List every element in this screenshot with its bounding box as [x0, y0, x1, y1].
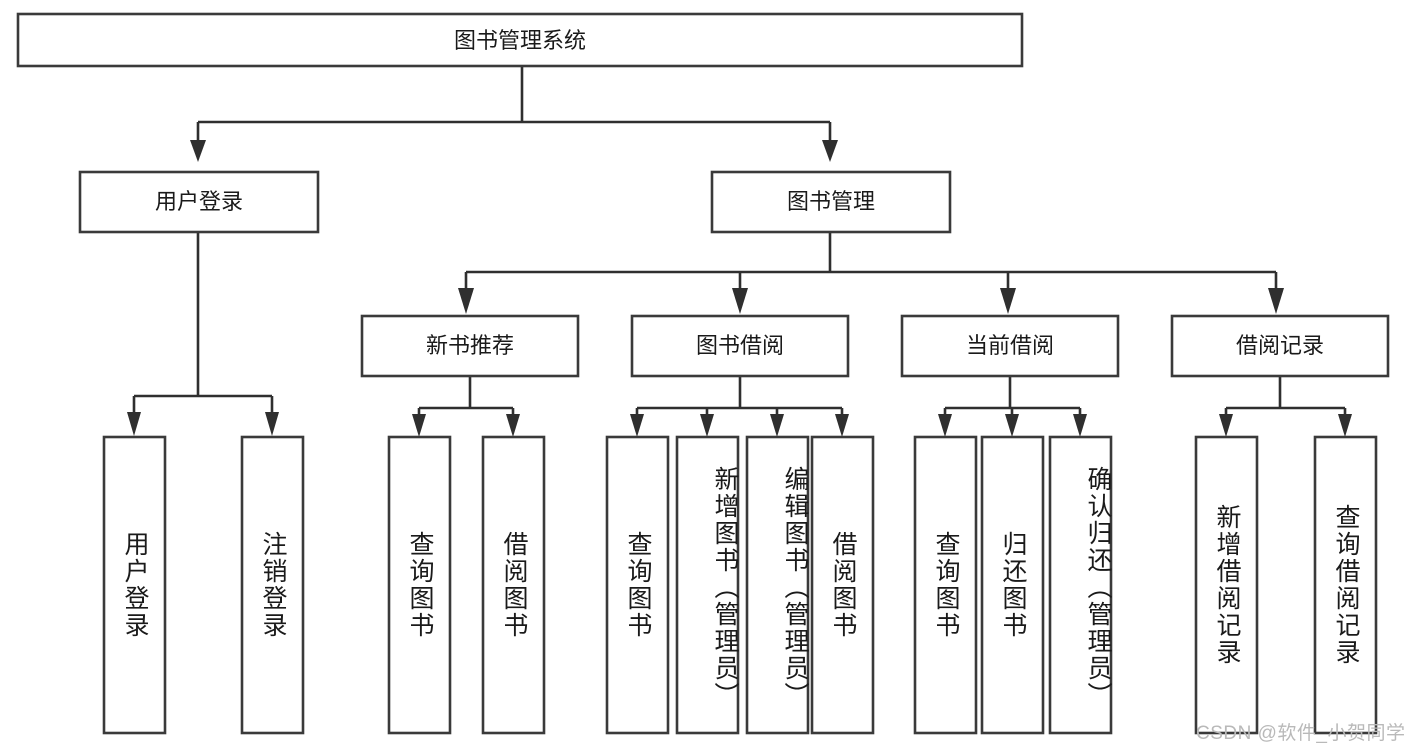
- leaf-user-login-box[interactable]: [102, 435, 167, 735]
- node-new-book-recommend-box[interactable]: [360, 314, 580, 378]
- leaf-edit-book-box[interactable]: [745, 435, 810, 735]
- node-book-borrow-box[interactable]: [630, 314, 850, 378]
- leaf-borrow-book-2-box[interactable]: [810, 435, 875, 735]
- arrow-leaf-query-book-1: [412, 414, 426, 437]
- arrow-leaf-query-book-3: [938, 414, 952, 437]
- node-book-management-box[interactable]: [710, 170, 952, 234]
- leaf-borrow-book-1-box[interactable]: [481, 435, 546, 735]
- node-book-borrow[interactable]: 图书借阅: [630, 314, 850, 378]
- node-book-management[interactable]: 图书管理: [710, 170, 952, 234]
- leaf-query-record-box[interactable]: [1313, 435, 1378, 735]
- node-user-login[interactable]: 用户登录: [78, 170, 320, 234]
- leaf-query-book-3-box[interactable]: [913, 435, 978, 735]
- edge-group-borrow-record: [1219, 376, 1352, 437]
- arrow-to-borrow-record: [1268, 288, 1284, 314]
- edge-group-new-book-recommend: [412, 376, 520, 437]
- leaf-return-book-box[interactable]: [980, 435, 1045, 735]
- edge-group-current-borrow: [938, 376, 1087, 437]
- node-root-label: 图书管理系统: [454, 28, 586, 53]
- node-current-borrow-label: 当前借阅: [966, 333, 1054, 358]
- arrow-to-new-book-recommend: [458, 288, 474, 314]
- node-root-box[interactable]: [16, 12, 1024, 68]
- node-user-login-box[interactable]: [78, 170, 320, 234]
- node-root[interactable]: 图书管理系统: [16, 12, 1024, 68]
- arrow-leaf-user-login: [127, 412, 141, 436]
- leaf-add-book-box[interactable]: [675, 435, 740, 735]
- leaf-logout-login-box[interactable]: [240, 435, 305, 735]
- arrow-leaf-query-book-2: [630, 414, 644, 437]
- arrow-leaf-borrow-book-1: [506, 414, 520, 437]
- arrow-leaf-add-record: [1219, 414, 1233, 437]
- arrow-leaf-add-book: [700, 414, 714, 437]
- arrow-leaf-confirm-return: [1073, 414, 1087, 437]
- arrow-to-book-borrow: [732, 288, 748, 314]
- arrow-to-book-management: [822, 140, 838, 162]
- node-new-book-recommend-label: 新书推荐: [426, 333, 514, 358]
- arrow-leaf-query-record: [1338, 414, 1352, 437]
- arrow-leaf-borrow-book-2: [835, 414, 849, 437]
- node-book-management-label: 图书管理: [787, 189, 875, 214]
- node-borrow-record-box[interactable]: [1170, 314, 1390, 378]
- leaf-boxes: [102, 435, 1378, 735]
- arrow-leaf-logout-login: [265, 412, 279, 436]
- leaf-query-book-1-box[interactable]: [387, 435, 452, 735]
- arrow-leaf-edit-book: [770, 414, 784, 437]
- edge-group-root: [190, 66, 838, 162]
- leaf-add-record-box[interactable]: [1194, 435, 1259, 735]
- node-new-book-recommend[interactable]: 新书推荐: [360, 314, 580, 378]
- leaf-confirm-return-box[interactable]: [1048, 435, 1113, 735]
- arrow-leaf-return-book: [1005, 414, 1019, 437]
- node-book-borrow-label: 图书借阅: [696, 333, 784, 358]
- csdn-watermark: CSDN @软件_小贺同学: [1196, 723, 1405, 744]
- node-user-login-label: 用户登录: [155, 189, 243, 214]
- node-current-borrow[interactable]: 当前借阅: [900, 314, 1120, 378]
- arrow-to-current-borrow: [1000, 288, 1016, 314]
- edge-group-book-borrow: [630, 376, 849, 437]
- node-borrow-record[interactable]: 借阅记录: [1170, 314, 1390, 378]
- arrow-to-user-login: [190, 140, 206, 162]
- node-current-borrow-box[interactable]: [900, 314, 1120, 378]
- edge-group-user-login: [127, 232, 279, 436]
- leaf-query-book-2-box[interactable]: [605, 435, 670, 735]
- edge-group-book-management: [458, 232, 1284, 314]
- node-borrow-record-label: 借阅记录: [1236, 333, 1324, 358]
